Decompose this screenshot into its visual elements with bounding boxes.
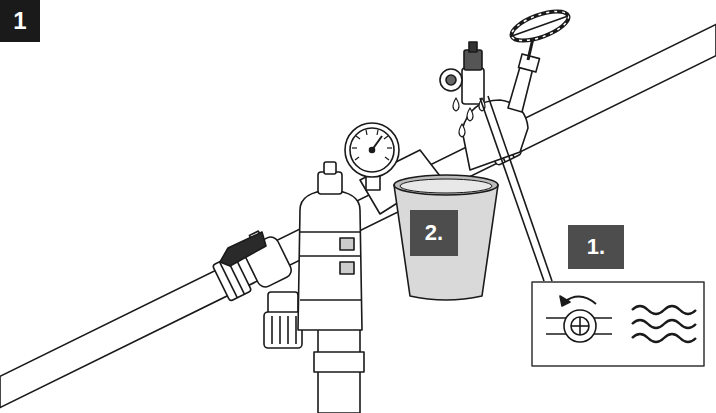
reducer-body [298, 162, 362, 330]
label-text: 1. [587, 236, 605, 258]
instruction-icons [532, 282, 704, 366]
drain-valve [440, 42, 484, 104]
pipe-nut [314, 352, 364, 372]
valve-lever [220, 232, 266, 266]
step-number: 1. [568, 225, 624, 269]
label-text: 2. [425, 222, 443, 244]
step-number: 2. [410, 210, 458, 256]
pressure-screw [264, 292, 302, 348]
shutoff-valve [462, 5, 572, 170]
leader-line [480, 96, 552, 281]
pressure-gauge [345, 123, 399, 190]
bucket [394, 175, 498, 300]
figure-number: 1 [0, 0, 40, 42]
water-drops [453, 98, 485, 137]
label-text: 1 [13, 9, 26, 33]
